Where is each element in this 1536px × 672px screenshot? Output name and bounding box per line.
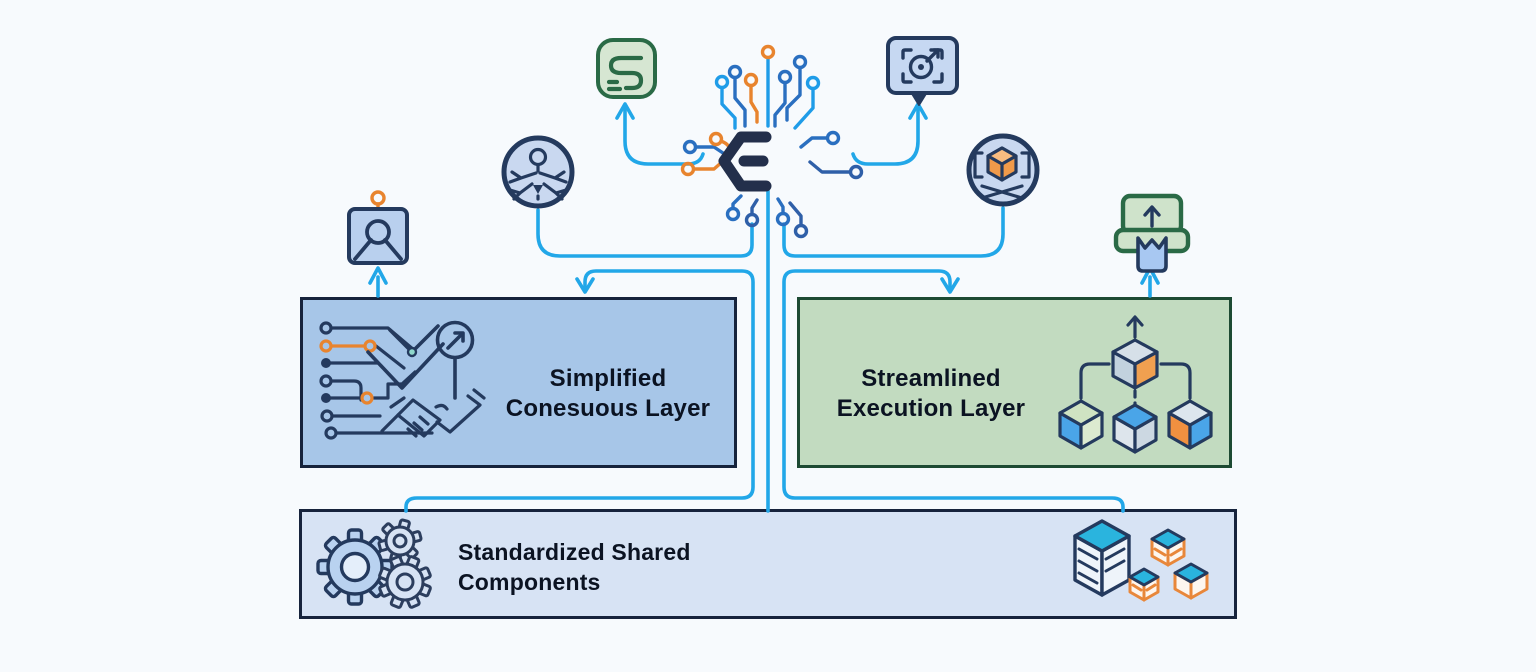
- laptop-base: [1113, 227, 1191, 254]
- laptop-upload-icon: [1113, 193, 1191, 273]
- scope-circle: [908, 54, 934, 80]
- e-logo-circuit: [680, 44, 864, 239]
- scope-arrow: [925, 48, 940, 63]
- avatar-shoulder: [353, 238, 373, 261]
- bubble-tail: [910, 91, 928, 106]
- delegation-network-icon: [501, 135, 575, 209]
- arrowhead-execution: [940, 277, 960, 294]
- circuit-traces-right: [799, 130, 864, 180]
- target-bubble-icon: [886, 36, 959, 106]
- bracket-br: [932, 72, 944, 84]
- arrowhead-consensus: [575, 277, 595, 294]
- circuit-traces-bottom: [725, 194, 809, 239]
- cross-rails: [980, 184, 1024, 200]
- pin-ring: [370, 190, 386, 206]
- connector-left-circle: [536, 208, 754, 258]
- upload-arrowhead: [1143, 205, 1161, 217]
- circuit-traces-top: [714, 44, 821, 130]
- shared-components-label: Standardized Shared Components: [458, 537, 788, 597]
- package-cube-icon: [966, 133, 1040, 207]
- trace-ring: [680, 161, 696, 177]
- spec-doc-icon: [596, 38, 657, 99]
- trace-ring: [792, 54, 808, 70]
- trace-ring: [744, 212, 760, 228]
- trace-ring: [848, 164, 864, 180]
- arrowhead-avatar: [368, 266, 388, 285]
- avatar-head: [365, 219, 391, 245]
- trace-ring: [725, 206, 741, 222]
- execution-layer-label: Streamlined Execution Layer: [791, 364, 1071, 424]
- scope-dot: [918, 64, 924, 70]
- bracket-right: [1020, 151, 1031, 179]
- bracket-tr: [932, 48, 944, 60]
- download-pouch: [1136, 236, 1168, 273]
- consensus-layer-label: Simplified Conesuous Layer: [468, 364, 748, 424]
- bracket-left: [973, 151, 984, 179]
- trace-ring: [793, 223, 809, 239]
- consensus-label-line1: Simplified: [549, 365, 667, 392]
- connector-to-doc: [623, 104, 705, 166]
- execution-label-line2: Execution Layer: [836, 395, 1026, 422]
- circuit-traces-left: [680, 131, 732, 177]
- avatar-frame-icon: [347, 190, 409, 265]
- arrowhead-doc: [615, 102, 635, 120]
- route-line: [608, 55, 644, 91]
- arrowhead-target: [908, 102, 928, 120]
- execution-label-line1: Streamlined: [861, 365, 1001, 392]
- cube-body: [986, 146, 1018, 182]
- trace-ring: [727, 64, 743, 80]
- connector-right-circle: [782, 206, 1005, 258]
- trace-ring: [775, 211, 791, 227]
- cube-top: [986, 146, 1018, 166]
- avatar-shoulder: [383, 238, 403, 261]
- trace-ring: [825, 130, 841, 146]
- trace-ring: [714, 74, 730, 90]
- consensus-label-line2: Conesuous Layer: [505, 395, 711, 422]
- scope-arrowhead: [929, 48, 940, 59]
- arrowhead-laptop: [1140, 266, 1160, 285]
- bracket-tl: [901, 48, 913, 60]
- person-head: [528, 147, 548, 167]
- trace-ring: [743, 72, 759, 88]
- trace-ring: [682, 139, 698, 155]
- trace-ring: [708, 131, 724, 147]
- e-letter: [718, 131, 772, 192]
- connector-to-target: [851, 104, 920, 166]
- shared-label-line1: Standardized Shared: [458, 539, 691, 565]
- center-triangle: [533, 185, 543, 194]
- shared-label-line2: Components: [458, 569, 601, 595]
- bracket-bl: [901, 72, 913, 84]
- trace-ring: [777, 69, 793, 85]
- trace-ring: [805, 75, 821, 91]
- trace-ring: [760, 44, 776, 60]
- laptop-screen: [1120, 193, 1184, 236]
